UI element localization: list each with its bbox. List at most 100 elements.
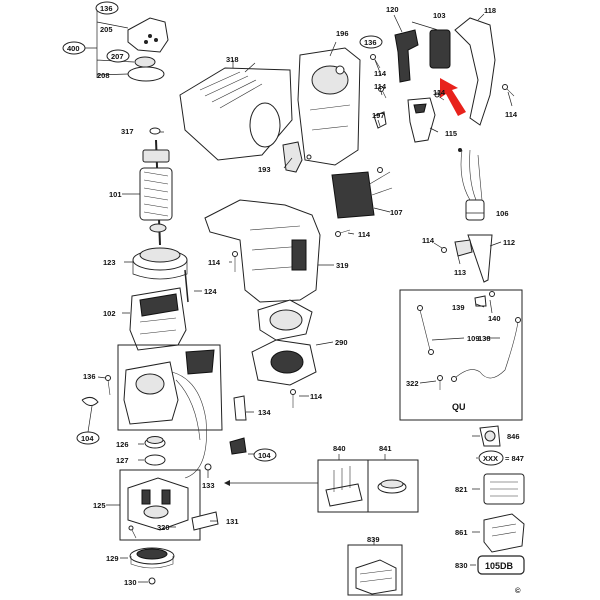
part-318-motor-cover	[179, 67, 293, 161]
label-861: 861	[455, 528, 468, 537]
label-114-right: 114	[505, 110, 518, 119]
stator-detail	[123, 349, 215, 479]
label-109: 109	[467, 334, 480, 343]
part-123-baffle	[132, 247, 188, 280]
xxx-badge-frame	[478, 450, 504, 466]
label-114-mid: 114	[358, 230, 371, 239]
label-130: 130	[124, 578, 137, 587]
label-196: 196	[336, 29, 349, 38]
part-109-wire	[419, 309, 431, 351]
label-120: 120	[386, 5, 399, 14]
label-114c: 114	[433, 88, 446, 97]
label-400: 400	[67, 44, 80, 53]
label-114-housing: 114	[208, 258, 221, 267]
label-821: 821	[455, 485, 468, 494]
label-317: 317	[121, 127, 134, 136]
part-103-switch	[429, 29, 451, 69]
part-127-bearing	[144, 454, 166, 466]
label-101: 101	[109, 190, 122, 199]
part-118-handle	[454, 17, 496, 126]
label-131: 131	[226, 517, 239, 526]
label-107: 107	[390, 208, 403, 217]
part-193-knob	[282, 141, 303, 173]
circled-label-104b	[253, 448, 277, 462]
label-846: 846	[507, 432, 520, 441]
label-qu: QU	[452, 402, 466, 412]
label-136c: 136	[83, 372, 96, 381]
part-139-terminal	[474, 295, 487, 307]
label-123: 123	[103, 258, 116, 267]
part-120-lever	[394, 29, 419, 83]
label-104a: 104	[81, 434, 94, 443]
label-840: 840	[333, 444, 346, 453]
label-127: 127	[116, 456, 129, 465]
part-290-fan-guide	[251, 299, 317, 386]
part-130-screw	[148, 577, 156, 585]
model-badge-text: 105DB	[485, 561, 514, 571]
label-114b: 114	[374, 82, 387, 91]
inset-840-841	[317, 459, 419, 513]
model-badge-frame	[477, 555, 525, 575]
part-104-clamp	[229, 437, 247, 455]
copyright-mark: ©	[515, 586, 521, 595]
part-124-screw	[184, 269, 189, 303]
part-196-gear-housing	[297, 47, 361, 166]
part-197-clip	[373, 111, 387, 129]
xxx-badge: XXX	[483, 454, 498, 463]
label-133: 133	[202, 481, 215, 490]
label-847: = 847	[505, 454, 524, 463]
stator-detail-frame	[117, 344, 223, 431]
label-104b: 104	[258, 451, 271, 460]
accessory-861	[483, 513, 525, 553]
screw-group-top	[370, 54, 515, 101]
label-320: 320	[157, 523, 170, 532]
circled-label-207	[106, 49, 130, 63]
accessory-846	[479, 425, 501, 447]
part-317-circlip	[149, 127, 161, 135]
part-102-field	[129, 287, 187, 351]
label-140: 140	[488, 314, 501, 323]
part-clip-104a	[81, 396, 99, 406]
label-197: 197	[372, 111, 385, 120]
label-103: 103	[433, 11, 446, 20]
label-129: 129	[106, 554, 119, 563]
label-841: 841	[379, 444, 392, 453]
label-125: 125	[93, 501, 106, 510]
part-125-end-shield	[127, 477, 189, 531]
label-114a: 114	[374, 69, 387, 78]
lower-detail-frame	[119, 469, 201, 541]
label-112: 112	[503, 238, 515, 247]
label-106: 106	[496, 209, 509, 218]
label-322: 322	[406, 379, 419, 388]
label-205: 205	[100, 25, 113, 34]
label-114-fan: 114	[310, 392, 323, 401]
label-102: 102	[103, 309, 116, 318]
label-113: 113	[454, 268, 466, 277]
part-205-cap	[127, 17, 169, 53]
qu-variant-box	[399, 289, 523, 421]
label-193: 193	[258, 165, 271, 174]
label-136b: 136	[364, 38, 377, 47]
part-207-ring	[134, 56, 156, 68]
label-126: 126	[116, 440, 129, 449]
part-131-clip	[191, 511, 219, 531]
part-107-brush-holder	[331, 167, 393, 219]
part-134-clip	[233, 395, 247, 421]
label-134: 134	[258, 408, 271, 417]
part-208-washer	[127, 66, 165, 82]
label-136a: 136	[100, 4, 113, 13]
part-319-housing	[204, 199, 321, 303]
label-207: 207	[111, 52, 124, 61]
part-113-clamp	[454, 239, 473, 257]
label-124: 124	[204, 287, 217, 296]
circled-label-136a	[95, 1, 119, 15]
inset-839	[347, 544, 403, 596]
label-830: 830	[455, 561, 468, 570]
part-129-fan	[129, 547, 175, 569]
circled-label-400	[62, 41, 86, 55]
accessory-821	[483, 473, 525, 505]
label-839: 839	[367, 535, 380, 544]
red-arrow-indicator	[440, 78, 466, 116]
